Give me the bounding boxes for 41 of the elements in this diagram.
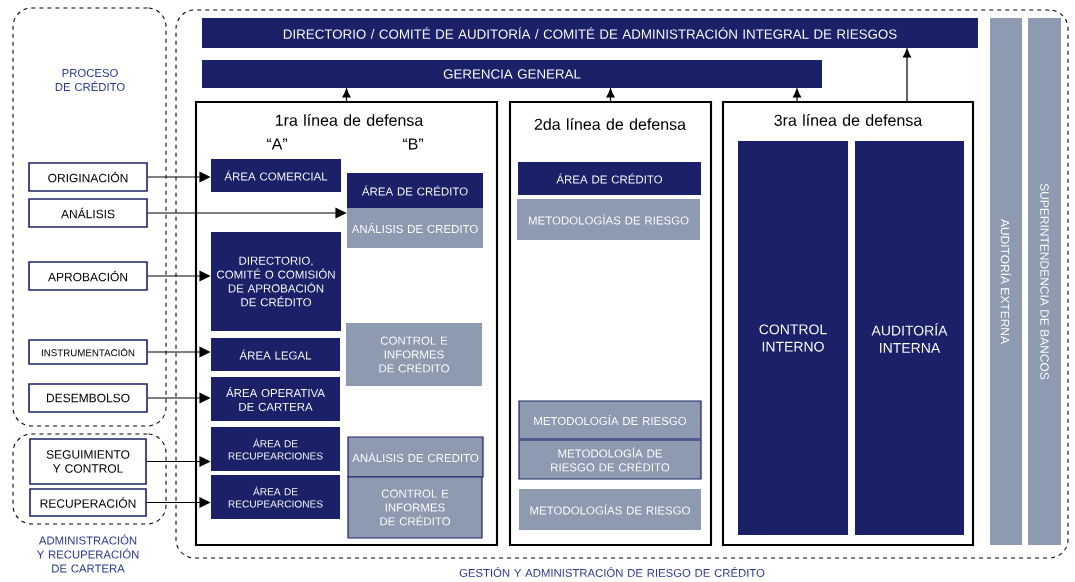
unit-box: ÁREA DE RECUPEARCIONES bbox=[211, 427, 340, 471]
group-heading: GESTIÓN Y ADMINISTRACIÓN DE RIESGO DE CRÉDITO bbox=[459, 567, 765, 577]
process-step-box: DESEMBOLSO bbox=[28, 383, 148, 413]
control-column: AUDITORÍA INTERNA bbox=[855, 141, 964, 535]
column-label: “A” bbox=[266, 138, 288, 150]
function-box: METODOLOGÍAS DE RIESGO bbox=[517, 199, 700, 240]
group-heading: PROCESO DE CRÉDITO bbox=[55, 69, 125, 91]
arrow bbox=[342, 88, 351, 102]
function-box: METODOLOGÍA DE RIESGO bbox=[518, 400, 702, 440]
function-box: CONTROL E INFORMES DE CRÉDITO bbox=[347, 476, 483, 539]
organ-bar: DIRECTORIO / COMITÉ DE AUDITORÍA / COMITÉ DE ADMINISTRACIÓN INTEGRAL DE RIESGOS bbox=[202, 18, 978, 48]
panel-heading: 1ra línea de defensa bbox=[275, 114, 424, 126]
process-step-box: APROBACIÓN bbox=[28, 261, 148, 291]
arrow bbox=[792, 88, 802, 102]
unit-box: ÁREA OPERATIVA DE CARTERA bbox=[211, 377, 340, 421]
process-step-box: ORIGINACIÓN bbox=[28, 162, 148, 192]
process-step-box: ANÁLISIS bbox=[28, 198, 148, 228]
vertical-bar: SUPERINTENDENCIA DE BANCOS bbox=[1028, 18, 1061, 545]
control-column: CONTROL INTERNO bbox=[738, 141, 848, 535]
function-box: METODOLOGÍA DE RIESGO DE CRÉDITO bbox=[518, 439, 702, 480]
arrow bbox=[902, 48, 912, 102]
panel-heading: 2da línea de defensa bbox=[534, 118, 686, 130]
function-box: CONTROL E INFORMES DE CRÉDITO bbox=[346, 323, 482, 386]
group-heading: ADMINISTRACIÓN Y RECUPERACIÓN DE CARTERA bbox=[36, 534, 139, 573]
panel-heading: 3ra línea de defensa bbox=[774, 114, 923, 126]
function-box: METODOLOGÍAS DE RIESGO bbox=[519, 489, 701, 530]
process-step-box: RECUPERACIÓN bbox=[29, 488, 147, 517]
organ-bar: GERENCIA GENERAL bbox=[202, 60, 822, 88]
function-box: ANÁLISIS DE CREDITO bbox=[347, 208, 483, 248]
unit-box: ÁREA DE CRÉDITO bbox=[347, 173, 483, 208]
unit-box: ÁREA COMERCIAL bbox=[211, 159, 341, 192]
process-step-box: SEGUIMIENTO Y CONTROL bbox=[29, 438, 147, 485]
column-label: “B” bbox=[402, 138, 424, 150]
unit-box: ÁREA DE CRÉDITO bbox=[518, 162, 701, 195]
process-step-box: INSTRUMENTACIÓN bbox=[28, 339, 148, 365]
unit-box: ÁREA DE RECUPEARCIONES bbox=[211, 475, 340, 519]
arrow bbox=[606, 88, 615, 102]
vertical-bar: AUDITORÍA EXTERNA bbox=[990, 18, 1022, 545]
function-box: ANÁLISIS DE CREDITO bbox=[347, 436, 484, 478]
unit-box: DIRECTORIO, COMITÉ O COMISIÓN DE APROBACIÓN DE CRÉDITO bbox=[211, 232, 341, 331]
unit-box: ÁREA LEGAL bbox=[211, 338, 340, 371]
